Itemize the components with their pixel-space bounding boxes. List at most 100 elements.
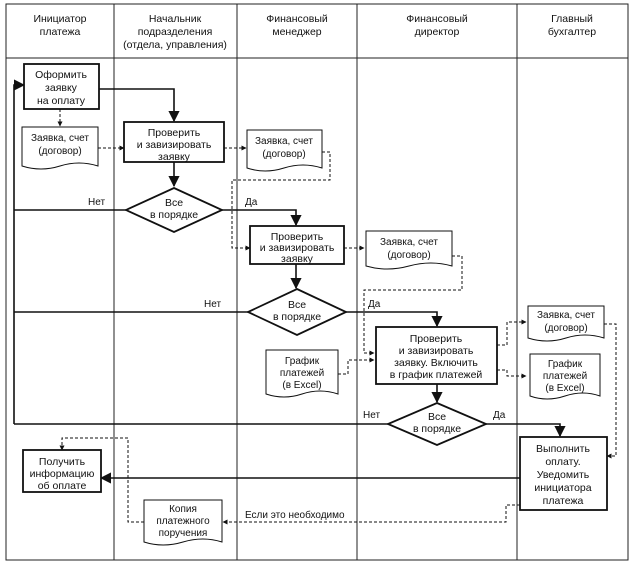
lane-finmgr-title-2: менеджер <box>272 26 321 38</box>
edge-d1-yes <box>222 209 302 227</box>
svg-text:(договор): (договор) <box>544 323 587 334</box>
document-payment-copy: Копия платежного поручения <box>143 499 223 546</box>
svg-text:Получить: Получить <box>39 456 86 468</box>
svg-text:и завизировать: и завизировать <box>137 139 212 151</box>
lane-findir-title-2: директор <box>415 26 460 38</box>
label-no-2: Нет <box>204 299 221 310</box>
svg-text:заявку: заявку <box>281 253 314 265</box>
lane-initiator-title-1: Инициатор <box>33 13 86 25</box>
svg-text:оплату.: оплату. <box>545 456 580 468</box>
doc-edge-dir-to-acc-schedule <box>497 369 527 379</box>
doc-edge-doc-to-dir <box>363 255 463 356</box>
label-yes-2: Да <box>368 299 381 310</box>
svg-text:Заявка, счет: Заявка, счет <box>31 133 89 144</box>
svg-text:в график платежей: в график платежей <box>390 369 483 381</box>
lane-chiefacc-title-1: Главный <box>551 13 593 25</box>
svg-text:Выполнить: Выполнить <box>536 443 590 455</box>
lane-head-title-3: (отдела, управления) <box>123 39 227 51</box>
doc-edge-doc-to-mgr <box>231 151 331 251</box>
svg-text:Оформить: Оформить <box>35 69 87 81</box>
label-no-3: Нет <box>363 410 380 421</box>
doc-edge-dir-to-acc-request <box>497 319 527 346</box>
document-initiator-request: Заявка, счет (договор) <box>21 126 99 170</box>
step-create-request: Оформить заявку на оплату <box>23 63 100 110</box>
lane-initiator-title-2: платежа <box>40 26 81 38</box>
flow-connectors <box>13 79 566 484</box>
lane-head-title-1: Начальник <box>149 13 202 25</box>
lane-header-initiator: Инициатор платежа <box>33 13 86 38</box>
edge-d2-yes <box>346 311 443 328</box>
svg-text:Все: Все <box>288 299 306 311</box>
lane-header-findir: Финансовый директор <box>406 13 468 38</box>
step-dir-check: Проверить и завизировать заявку. Включит… <box>375 326 498 385</box>
svg-text:Копия: Копия <box>169 504 197 515</box>
svg-text:в порядке: в порядке <box>273 311 321 323</box>
svg-text:Заявка, счет: Заявка, счет <box>380 237 438 248</box>
svg-text:(договор): (договор) <box>262 149 305 160</box>
edge-labels: Нет Да Нет Да Нет Да Если это необходимо <box>88 197 506 521</box>
svg-text:заявку: заявку <box>158 151 191 163</box>
svg-text:Все: Все <box>165 197 183 209</box>
svg-text:Проверить: Проверить <box>410 333 463 345</box>
step-mgr-check: Проверить и завизировать заявку <box>249 225 345 265</box>
svg-text:платежей: платежей <box>543 371 587 382</box>
svg-text:График: График <box>548 358 583 370</box>
edge-return-to-create <box>13 79 26 424</box>
svg-text:и завизировать: и завизировать <box>399 345 474 357</box>
svg-text:поручения: поручения <box>159 528 208 539</box>
step-head-check: Проверить и завизировать заявку <box>123 121 225 163</box>
lane-header-finmgr: Финансовый менеджер <box>266 13 328 38</box>
svg-text:(в Excel): (в Excel) <box>282 380 321 391</box>
document-connectors <box>57 109 617 525</box>
svg-text:График: График <box>285 355 320 367</box>
lane-chiefacc-title-2: бухгалтер <box>548 26 596 38</box>
doc-edge-copy-to-initiator <box>59 437 144 523</box>
svg-text:Уведомить: Уведомить <box>537 469 590 481</box>
decision-1: Все в порядке <box>123 187 225 233</box>
swimlane-grid <box>5 3 629 561</box>
lane-head-title-2: подразделения <box>138 26 213 38</box>
svg-text:Все: Все <box>428 411 446 423</box>
svg-text:инициатора: инициатора <box>534 482 591 494</box>
document-acc-request: Заявка, счет (договор) <box>527 305 605 342</box>
svg-text:Заявка, счет: Заявка, счет <box>537 310 595 321</box>
document-head-request: Заявка, счет (договор) <box>246 129 323 172</box>
svg-text:(договор): (договор) <box>387 250 430 261</box>
step-get-info: Получить информацию об оплате <box>22 449 102 493</box>
document-mgr-request: Заявка, счет (договор) <box>365 230 453 270</box>
document-acc-schedule: График платежей (в Excel) <box>529 353 601 400</box>
svg-text:(в Excel): (в Excel) <box>545 383 584 394</box>
svg-text:платежного: платежного <box>156 516 210 527</box>
svg-text:информацию: информацию <box>30 468 95 480</box>
svg-text:заявку: заявку <box>45 82 78 94</box>
svg-text:Заявка, счет: Заявка, счет <box>255 136 313 147</box>
svg-text:заявку. Включить: заявку. Включить <box>394 357 478 369</box>
doc-edge-schedule-to-dir <box>338 357 375 375</box>
svg-text:Проверить: Проверить <box>148 127 201 139</box>
lane-header-chiefacc: Главный бухгалтер <box>548 13 596 38</box>
doc-edge-acc-to-copy <box>222 504 520 525</box>
label-if-needed: Если это необходимо <box>245 509 345 521</box>
svg-text:об оплате: об оплате <box>38 480 87 492</box>
doc-edge-acc-doc-to-acc <box>604 323 617 459</box>
label-no-1: Нет <box>88 197 105 208</box>
edge-d3-yes <box>486 423 566 438</box>
svg-text:и завизировать: и завизировать <box>260 242 335 254</box>
lane-finmgr-title-1: Финансовый <box>266 13 328 25</box>
label-yes-1: Да <box>245 197 258 208</box>
step-execute-payment: Выполнить оплату. Уведомить инициатора п… <box>519 436 608 511</box>
decision-2: Все в порядке <box>245 288 349 336</box>
lane-findir-title-1: Финансовый <box>406 13 468 25</box>
label-yes-3: Да <box>493 410 506 421</box>
edge-create-to-head <box>99 88 180 123</box>
svg-text:(договор): (договор) <box>38 146 81 157</box>
svg-text:в порядке: в порядке <box>150 209 198 221</box>
svg-text:платежей: платежей <box>280 368 324 379</box>
lane-header-head: Начальник подразделения (отдела, управле… <box>123 13 227 51</box>
decision-3: Все в порядке <box>385 402 489 446</box>
document-mgr-schedule: График платежей (в Excel) <box>265 349 339 398</box>
svg-text:платежа: платежа <box>543 495 584 507</box>
svg-text:Проверить: Проверить <box>271 231 324 243</box>
svg-text:на оплату: на оплату <box>37 95 86 107</box>
